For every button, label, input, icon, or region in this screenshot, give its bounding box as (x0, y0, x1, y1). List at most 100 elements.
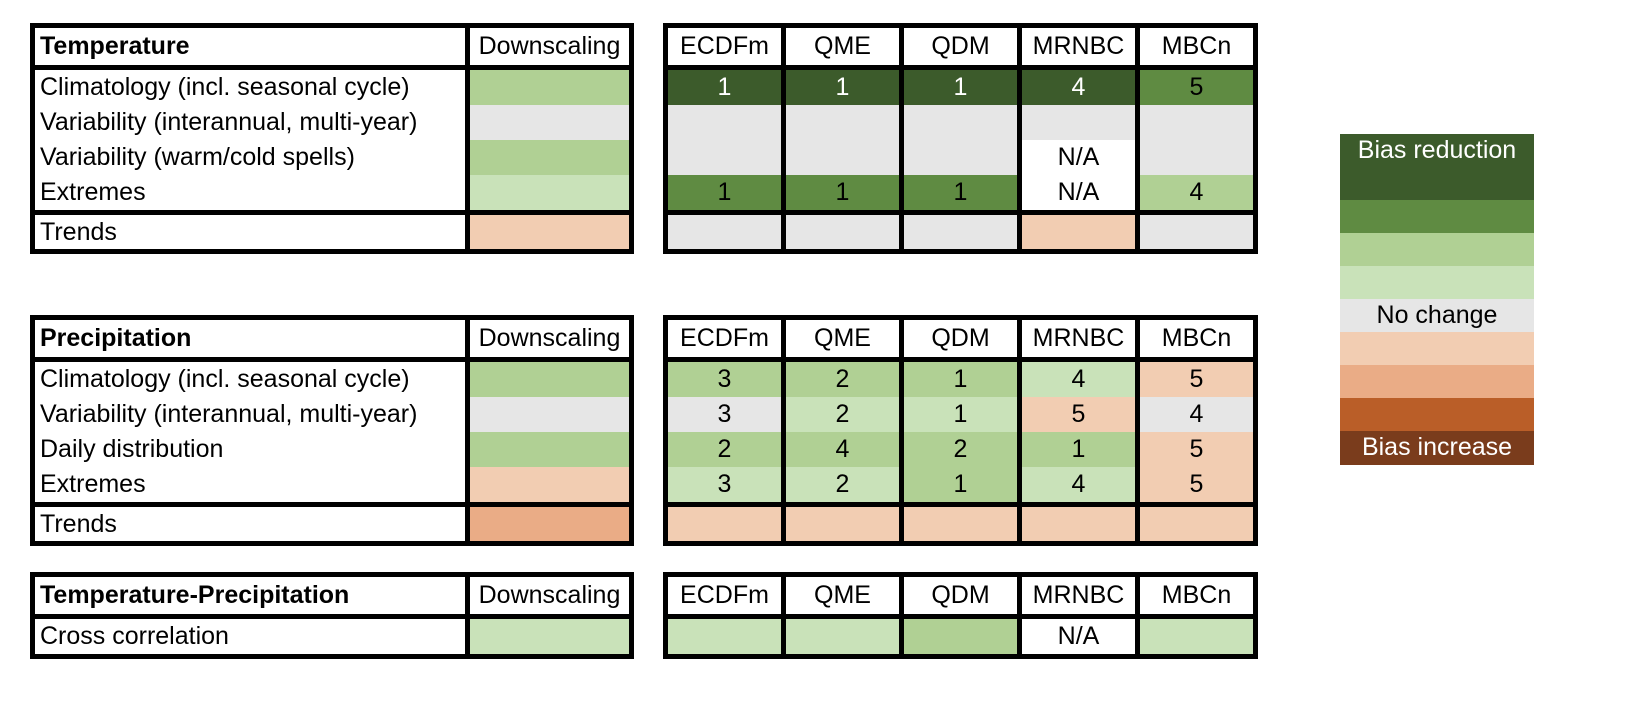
rank-cell: 2 (786, 362, 899, 397)
legend-swatch (1340, 233, 1534, 267)
rank-cell: 1 (904, 397, 1017, 432)
row-label: Variability (interannual, multi-year) (40, 108, 418, 136)
rank-cell: 5 (1022, 397, 1135, 432)
column-divider (1135, 28, 1140, 249)
method-header-qme: QME (814, 324, 871, 352)
column-divider (1017, 28, 1022, 249)
rank-cell (904, 619, 1017, 654)
rank-cell (1140, 105, 1253, 140)
row-label: Extremes (40, 178, 146, 206)
rank-cell: N/A (1022, 175, 1135, 210)
trend-label: Trends (40, 217, 117, 246)
rank-cell: 4 (786, 432, 899, 467)
trend-cell (1140, 215, 1253, 249)
rank-cell (668, 140, 781, 175)
method-header-mbcn: MBCn (1161, 581, 1232, 609)
rank-cell: 1 (786, 70, 899, 105)
rank-cell: 2 (786, 397, 899, 432)
rank-cell (904, 105, 1017, 140)
trend-cell (904, 507, 1017, 541)
row-label: Climatology (incl. seasonal cycle) (40, 73, 410, 101)
rank-cell: 2 (668, 432, 781, 467)
rank-cell: 3 (668, 397, 781, 432)
rank-cell (786, 619, 899, 654)
method-header-ecdfm: ECDFm (680, 32, 769, 60)
row-label: Extremes (40, 470, 146, 498)
rank-cell: 1 (904, 175, 1017, 210)
downscaling-cell (470, 397, 629, 432)
rank-cell: 1 (786, 175, 899, 210)
rank-cell (668, 105, 781, 140)
legend-swatch (1340, 332, 1534, 366)
downscaling-header: Downscaling (478, 32, 621, 60)
rank-cell: 4 (1022, 362, 1135, 397)
downscaling-cell (470, 362, 629, 397)
method-header-mbcn: MBCn (1161, 324, 1232, 352)
method-header-mrnbc: MRNBC (1032, 581, 1125, 609)
rank-cell: N/A (1022, 619, 1135, 654)
legend-swatch (1340, 167, 1534, 201)
legend-swatch (1340, 266, 1534, 300)
section-title: Precipitation (40, 324, 192, 352)
rank-cell (1022, 105, 1135, 140)
rank-cell: 2 (786, 467, 899, 502)
legend-label-bottom: Bias increase (1340, 431, 1534, 465)
rank-cell: 5 (1140, 70, 1253, 105)
method-header-qme: QME (814, 32, 871, 60)
rank-cell: 4 (1140, 397, 1253, 432)
trend-cell (786, 215, 899, 249)
downscaling-trend-cell (470, 507, 629, 541)
legend-label-mid: No change (1340, 299, 1534, 333)
method-header-mbcn: MBCn (1161, 32, 1232, 60)
column-divider (899, 320, 904, 541)
downscaling-cell (470, 105, 629, 140)
trend-label: Trends (40, 509, 117, 538)
rank-cell: 3 (668, 467, 781, 502)
downscaling-header: Downscaling (478, 581, 621, 609)
header-divider (35, 357, 629, 362)
trend-cell (1022, 507, 1135, 541)
rank-cell (1140, 619, 1253, 654)
column-divider (899, 28, 904, 249)
legend-label-top: Bias reduction (1340, 134, 1534, 168)
rank-cell: 1 (668, 175, 781, 210)
rank-cell: 1 (904, 467, 1017, 502)
downscaling-cell (470, 432, 629, 467)
column-divider (1017, 320, 1022, 541)
header-divider (668, 65, 1253, 70)
column-divider (781, 320, 786, 541)
rank-cell: 2 (904, 432, 1017, 467)
trend-cell (668, 215, 781, 249)
header-divider (35, 65, 629, 70)
downscaling-cell (470, 70, 629, 105)
method-header-qme: QME (814, 581, 871, 609)
downscaling-trend-cell (470, 215, 629, 249)
header-divider (668, 614, 1253, 619)
method-header-qdm: QDM (931, 324, 990, 352)
section-title: Temperature (40, 32, 190, 60)
rank-cell (904, 140, 1017, 175)
column-divider (781, 28, 786, 249)
rank-cell (786, 105, 899, 140)
header-divider (668, 357, 1253, 362)
legend-swatch (1340, 200, 1534, 234)
column-divider (465, 28, 470, 249)
downscaling-cell (470, 175, 629, 210)
row-label: Daily distribution (40, 435, 224, 463)
rank-cell: 5 (1140, 432, 1253, 467)
row-label: Cross correlation (40, 622, 229, 650)
method-header-mrnbc: MRNBC (1032, 324, 1125, 352)
column-divider (1135, 320, 1140, 541)
method-header-ecdfm: ECDFm (680, 324, 769, 352)
rank-cell: 4 (1022, 467, 1135, 502)
section-title: Temperature-Precipitation (40, 581, 350, 609)
downscaling-header: Downscaling (478, 324, 621, 352)
header-divider (35, 614, 629, 619)
rank-cell: 4 (1022, 70, 1135, 105)
